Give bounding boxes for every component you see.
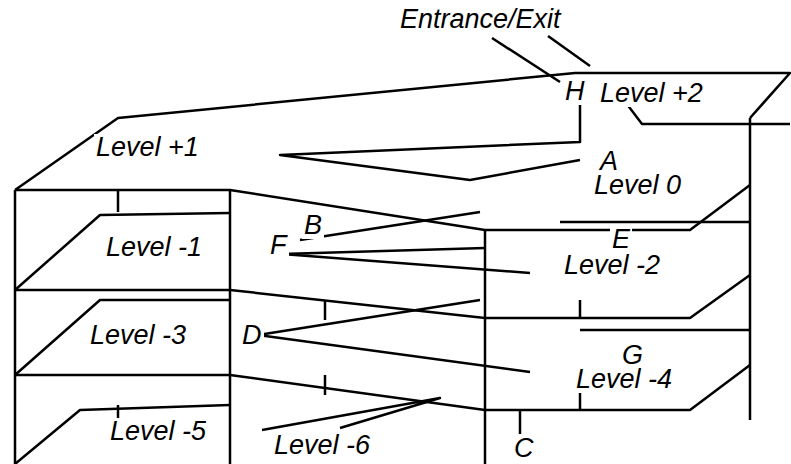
level-label: Level +1 <box>94 134 201 161</box>
level-label: Level -6 <box>272 432 372 459</box>
point-letter: G <box>620 342 645 369</box>
level-label: Level +2 <box>598 80 705 107</box>
level-label: Level 0 <box>592 172 683 199</box>
point-letter: H <box>563 78 587 105</box>
point-letter: D <box>240 322 264 349</box>
point-letter: E <box>610 226 632 253</box>
point-letter: B <box>302 212 324 239</box>
point-letter: C <box>512 435 536 462</box>
entrance-label: Entrance/Exit <box>398 6 563 33</box>
level-label: Level -4 <box>574 366 674 393</box>
point-letter: F <box>268 232 289 259</box>
level-label: Level -2 <box>562 252 662 279</box>
level-label: Level -1 <box>104 234 204 261</box>
level-label: Level -3 <box>88 322 188 349</box>
point-letter: A <box>598 148 620 175</box>
level-label: Level -5 <box>108 418 208 445</box>
